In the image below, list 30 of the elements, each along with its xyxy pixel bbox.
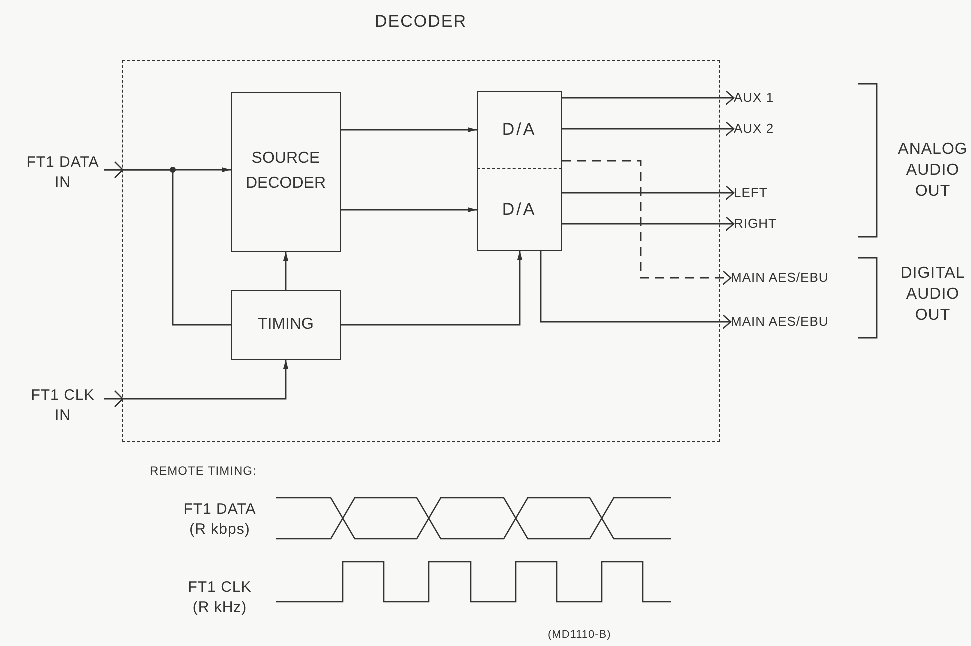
converter-block: D/A bbox=[477, 168, 562, 251]
arrow bbox=[540, 251, 732, 330]
output-label: MAIN AES/EBU bbox=[731, 269, 849, 287]
output-label: MAIN AES/EBU bbox=[731, 313, 849, 331]
arrow bbox=[562, 90, 735, 106]
annotation-label: DIGITAL AUDIO OUT bbox=[900, 264, 966, 326]
annotation-label: FT1 CLK (R kHz) bbox=[187, 578, 253, 617]
output-label: LEFT bbox=[734, 184, 784, 202]
output-label: RIGHT bbox=[734, 215, 786, 233]
arrow bbox=[562, 216, 735, 232]
annotation-label: REMOTE TIMING: bbox=[150, 464, 258, 480]
arrow bbox=[341, 251, 522, 326]
dashed-arrow bbox=[562, 160, 732, 286]
arrow bbox=[341, 128, 477, 132]
output-label: AUX 1 bbox=[734, 89, 784, 107]
arrow bbox=[562, 121, 735, 137]
process-box: SOURCE DECODER bbox=[231, 92, 341, 252]
arrow bbox=[104, 360, 288, 400]
output-label: AUX 2 bbox=[734, 120, 784, 138]
input-label: FT1 CLK IN bbox=[22, 383, 104, 429]
converter-block: D/A bbox=[477, 91, 562, 168]
arrow bbox=[284, 252, 288, 290]
block-heading: DECODER bbox=[374, 12, 467, 32]
annotation-label: ANALOG AUDIO OUT bbox=[897, 140, 969, 202]
arrow bbox=[562, 185, 735, 201]
process-box: TIMING bbox=[231, 290, 341, 360]
drawing-number: (MD1110-B) bbox=[548, 628, 612, 642]
annotation-label: FT1 DATA (R kbps) bbox=[182, 500, 258, 539]
arrow bbox=[341, 208, 477, 212]
input-label: FT1 DATA IN bbox=[22, 150, 104, 196]
